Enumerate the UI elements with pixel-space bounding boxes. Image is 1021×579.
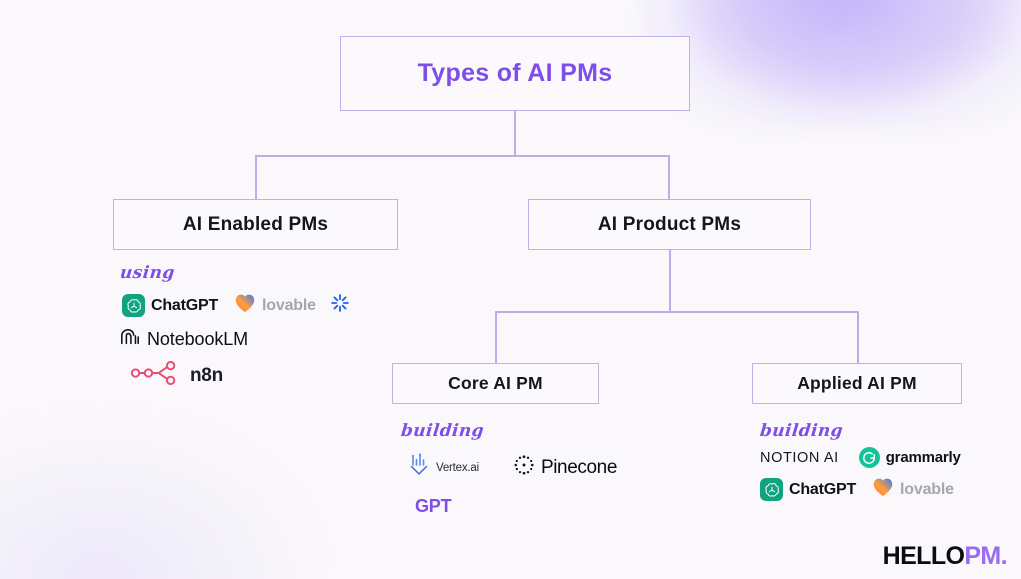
node-types-of-ai-pms[interactable]: Types of AI PMs (340, 36, 690, 111)
annotation-building-core: building (399, 421, 486, 441)
tool-row: ChatGPT lovable (122, 293, 356, 318)
connector-level2-bar (255, 155, 669, 157)
tool-notebooklm-label: NotebookLM (147, 329, 249, 349)
tool-row: GPT (415, 496, 617, 517)
connector-product-trunk (669, 250, 671, 312)
logo-hello-text: HELLO (882, 542, 965, 570)
tool-claude-sparkle[interactable] (330, 293, 356, 318)
annotation-building-applied: building (758, 421, 845, 441)
tool-grammarly[interactable]: grammarly (858, 447, 961, 468)
pinecone-icon (513, 454, 535, 481)
tool-n8n-label: n8n (190, 364, 223, 386)
tool-n8n[interactable]: n8n (130, 360, 223, 390)
tool-chatgpt[interactable]: ChatGPT (122, 294, 218, 317)
tool-row: Vertex.ai (408, 453, 617, 482)
node-product-label: AI Product PMs (597, 213, 742, 235)
claude-sparkle-icon (330, 293, 350, 318)
tool-chatgpt-label: ChatGPT (789, 480, 857, 498)
purple-glow-decoration-bottom (0, 429, 310, 579)
chatgpt-icon (760, 478, 783, 501)
tools-enabled-group: ChatGPT lovable (119, 293, 356, 399)
connector-to-enabled (255, 155, 257, 200)
tool-notion-ai-label: NOTION AI (760, 449, 839, 466)
tool-notebooklm[interactable]: NotebookLM (119, 327, 248, 352)
node-core-label: Core AI PM (448, 373, 543, 393)
purple-glow-decoration-inner (700, 0, 1000, 110)
tool-pinecone-label: Pinecone (540, 456, 617, 478)
tool-gpt[interactable]: GPT (415, 496, 452, 517)
tool-pinecone[interactable]: Pinecone (513, 454, 617, 481)
lovable-heart-icon (872, 477, 894, 502)
node-enabled-label: AI Enabled PMs (182, 213, 329, 235)
node-ai-product-pms[interactable]: AI Product PMs (528, 199, 811, 250)
n8n-nodes-icon (130, 360, 178, 390)
tool-lovable[interactable]: lovable (872, 477, 954, 502)
tool-chatgpt[interactable]: ChatGPT (760, 478, 856, 501)
tool-lovable-label: lovable (262, 296, 316, 314)
tool-row: NotebookLM (119, 327, 356, 352)
tool-row: NOTION AI grammarly (760, 447, 961, 468)
node-root-label: Types of AI PMs (417, 59, 613, 87)
node-applied-label: Applied AI PM (797, 373, 917, 393)
connector-root-trunk (514, 111, 516, 156)
annotation-using: using (118, 263, 176, 283)
connector-level3-bar (495, 311, 858, 313)
connector-to-product (668, 155, 670, 200)
tool-vertex-ai-label: Vertex.ai (436, 461, 479, 474)
tool-row: n8n (130, 360, 356, 390)
node-core-ai-pm[interactable]: Core AI PM (392, 363, 599, 404)
tool-row: ChatGPT lovable (760, 477, 961, 502)
tool-notion-ai[interactable]: NOTION AI (760, 450, 839, 466)
grammarly-icon (858, 447, 880, 468)
lovable-heart-icon (234, 293, 256, 318)
chatgpt-icon (122, 294, 145, 317)
connector-to-core (495, 311, 497, 364)
purple-glow-decoration (640, 0, 1021, 130)
tool-chatgpt-label: ChatGPT (151, 296, 219, 314)
tool-gpt-label: GPT (415, 496, 452, 516)
logo-pm-text: PM. (964, 542, 1007, 570)
tool-lovable-label: lovable (900, 480, 954, 498)
tool-lovable[interactable]: lovable (234, 293, 316, 318)
vertex-ai-icon (408, 453, 430, 482)
connector-to-applied (857, 311, 859, 364)
tool-grammarly-label: grammarly (885, 449, 961, 466)
node-ai-enabled-pms[interactable]: AI Enabled PMs (113, 199, 398, 250)
hellopm-logo: HELLOPM. (882, 542, 1008, 571)
notebooklm-icon (119, 327, 141, 352)
tools-applied-group: NOTION AI grammarly (760, 447, 961, 511)
tools-core-group: Vertex.ai (408, 453, 617, 526)
tool-vertex-ai[interactable]: Vertex.ai (408, 453, 479, 482)
node-applied-ai-pm[interactable]: Applied AI PM (752, 363, 962, 404)
